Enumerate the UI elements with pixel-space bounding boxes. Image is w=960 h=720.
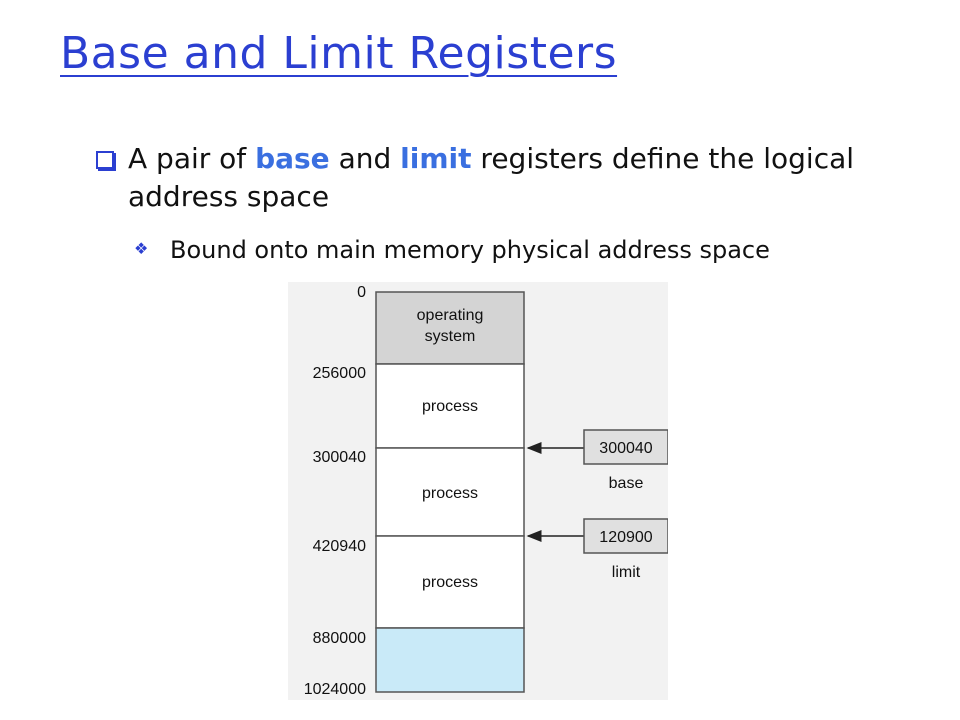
limit-register-value: 120900 xyxy=(599,529,652,546)
address-label-256000: 256000 xyxy=(313,365,366,382)
segment-free xyxy=(375,627,525,693)
square-bullet-icon xyxy=(96,151,114,169)
memory-diagram: operating system process process process… xyxy=(288,282,668,700)
segment-process-1 xyxy=(375,363,525,449)
keyword-base: base xyxy=(255,142,330,175)
segment-process-1-label: process xyxy=(422,398,478,415)
segment-os-label-line1: operating xyxy=(417,307,484,324)
main-bullet-text: A pair of base and limit registers defin… xyxy=(128,140,868,216)
segment-os xyxy=(375,291,525,365)
segment-process-2 xyxy=(375,447,525,537)
address-label-300040: 300040 xyxy=(313,449,366,466)
address-label-1024000: 1024000 xyxy=(304,681,366,698)
base-register-value: 300040 xyxy=(599,440,652,457)
address-label-880000: 880000 xyxy=(313,630,366,647)
segment-process-3-label: process xyxy=(422,574,478,591)
segment-os-label-line2: system xyxy=(425,328,476,345)
slide-title: Base and Limit Registers xyxy=(60,28,618,79)
bullet-text-part3: registers define the logical address spa… xyxy=(128,142,855,213)
base-register-box xyxy=(583,429,668,465)
bullet-text-part1: A pair of xyxy=(128,142,256,175)
keyword-limit: limit xyxy=(400,142,472,175)
diamond-bullet-icon: ❖ xyxy=(134,239,149,258)
base-register-caption: base xyxy=(609,475,644,492)
memory-diagram-svg: operating system process process process… xyxy=(304,284,668,698)
segment-process-2-label: process xyxy=(422,485,478,502)
address-label-0: 0 xyxy=(357,284,366,301)
address-label-420940: 420940 xyxy=(313,538,366,555)
bullet-text-part2: and xyxy=(329,142,401,175)
segment-process-3 xyxy=(375,535,525,629)
limit-register-caption: limit xyxy=(612,564,641,581)
limit-register-box xyxy=(583,518,668,554)
sub-bullet-text: Bound onto main memory physical address … xyxy=(170,236,770,264)
